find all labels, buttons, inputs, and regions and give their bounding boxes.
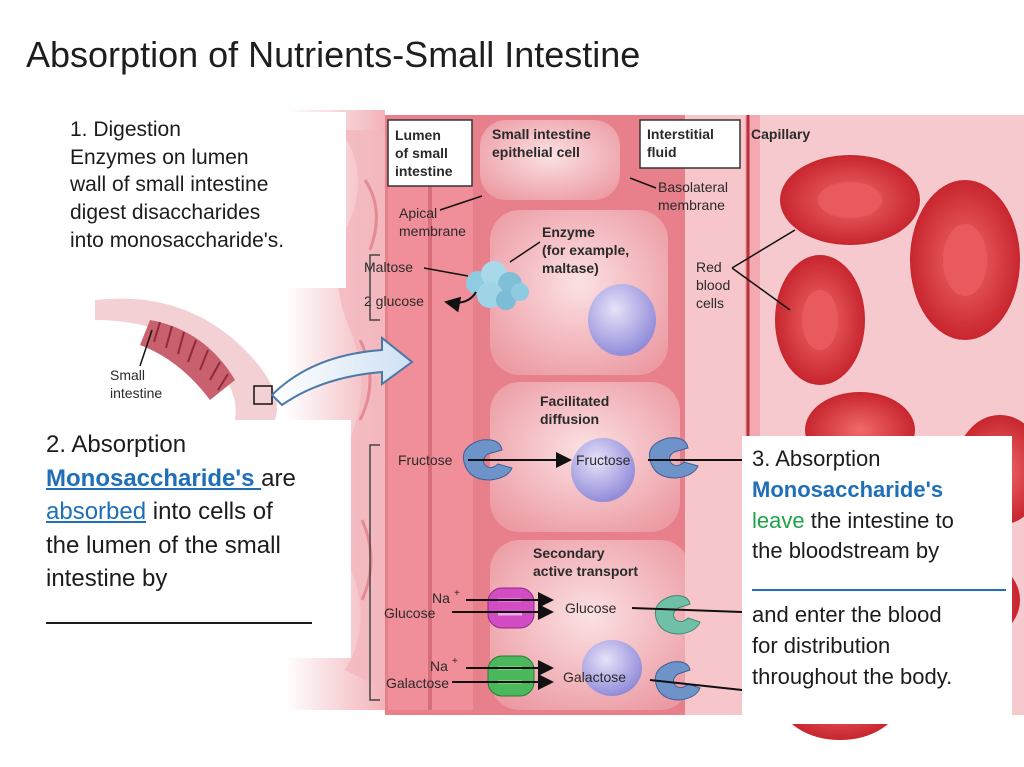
transport-textbox: 3. Absorption Monosaccharide's leave the… — [742, 436, 1012, 724]
glucose-transporter-basolateral — [654, 595, 701, 635]
apical-label-1: Apical — [399, 205, 437, 221]
rbc-label-1: Red — [696, 259, 722, 275]
maltose-label: Maltose — [364, 259, 413, 275]
digestion-line-3: wall of small intestine — [70, 173, 269, 197]
transport-line-7: for distribution — [752, 632, 891, 658]
facilitated-label-1: Facilitated — [540, 393, 609, 409]
galactose-left-label: Galactose — [386, 675, 449, 691]
interstitial-label-2: fluid — [647, 144, 677, 160]
lumen-label-3: intestine — [395, 163, 453, 179]
facilitated-label-2: diffusion — [540, 411, 599, 427]
epithelial-label-1: Small intestine — [492, 126, 591, 142]
nucleus-1 — [588, 284, 656, 356]
transport-monosaccharide: Monosaccharide's — [752, 476, 944, 502]
are-word: are — [261, 464, 296, 492]
enzyme-label-1: Enzyme — [542, 224, 595, 240]
rbc-label-2: blood — [696, 277, 730, 293]
sodium-label-1: Na — [432, 590, 450, 606]
glucose-sodium-symporter — [487, 587, 535, 629]
transport-heading: 3. Absorption — [752, 446, 881, 471]
digestion-line-4: digest disaccharides — [70, 201, 261, 225]
zoom-arrow — [270, 335, 414, 407]
absorption-line-4: the lumen of the small — [46, 531, 281, 559]
epithelial-label-2: epithelial cell — [492, 144, 580, 160]
interstitial-label-box — [639, 119, 741, 169]
transport-line-3: leave the intestine to — [752, 506, 1012, 537]
capillary-label: Capillary — [751, 126, 810, 142]
two-glucose-label: 2 glucose — [364, 293, 424, 309]
nucleus-3 — [582, 640, 642, 696]
enzyme-label-3: maltase) — [542, 260, 599, 276]
transport-blank — [752, 567, 1006, 592]
sodium-label-2: Na — [430, 658, 448, 674]
secondary-label-2: active transport — [533, 563, 638, 579]
lumen-label-1: Lumen — [395, 127, 441, 143]
transport-line-4: the bloodstream by — [752, 538, 940, 564]
nucleus-2 — [571, 438, 635, 502]
sodium-plus-1: + — [454, 588, 460, 599]
apical-label-2: membrane — [399, 223, 466, 239]
galactose-sodium-symporter — [487, 655, 535, 697]
absorption-line-3-rest: into cells of — [146, 498, 273, 526]
basolateral-label-2: membrane — [658, 197, 725, 213]
page-title: Absorption of Nutrients-Small Intestine — [26, 34, 641, 75]
enzyme-label-2: (for example, — [542, 242, 629, 258]
secondary-label-1: Secondary — [533, 545, 605, 561]
fructose-left-label: Fructose — [398, 452, 453, 468]
basolateral-label-1: Basolateral — [658, 179, 728, 195]
interstitial-fluid — [685, 115, 753, 715]
interstitial-label-1: Interstitial — [647, 126, 714, 142]
epithelial-cell-top — [480, 120, 620, 200]
digestion-line-5: into monosaccharide's. — [70, 228, 285, 252]
absorbed-term: absorbed — [46, 498, 147, 526]
transport-line-3-rest: the intestine to — [804, 507, 954, 533]
absorption-line-5: intestine by — [46, 565, 168, 593]
small-intestine-illustration — [95, 298, 277, 420]
absorption-heading: 2. Absorption — [46, 431, 187, 458]
absorption-blank-line — [46, 596, 351, 634]
transport-line-6: and enter the blood — [752, 601, 942, 627]
lumen-label-box — [387, 119, 473, 187]
small-intestine-label-2: intestine — [110, 385, 162, 401]
absorption-blank — [46, 596, 312, 625]
lumen-label-2: of small — [395, 145, 448, 161]
digestion-line-2: Enzymes on lumen — [70, 145, 249, 169]
glucose-left-label: Glucose — [384, 605, 436, 621]
absorption-line-2: Monosaccharide's are — [46, 462, 351, 496]
fructose-right-label: Fructose — [576, 452, 631, 468]
digestion-textbox: 1. Digestion Enzymes on lumen wall of sm… — [62, 112, 346, 288]
galactose-right-label: Galactose — [563, 669, 626, 685]
glucose-right-label: Glucose — [565, 600, 617, 616]
leave-term: leave — [752, 507, 805, 533]
absorption-textbox: 2. Absorption Monosaccharide's are absor… — [38, 420, 351, 658]
fructose-transporter-apical — [462, 439, 513, 481]
sodium-plus-2: + — [452, 656, 458, 667]
transport-line-8: throughout the body. — [752, 663, 953, 689]
absorption-line-3: absorbed into cells of — [46, 495, 351, 529]
digestion-heading: 1. Digestion — [70, 118, 181, 141]
monosaccharide-term: Monosaccharide's — [46, 464, 262, 492]
enzyme-cluster — [466, 261, 529, 310]
rbc-label-3: cells — [696, 295, 724, 311]
transport-blank-line — [752, 567, 1012, 600]
small-intestine-label-1: Small — [110, 367, 145, 383]
